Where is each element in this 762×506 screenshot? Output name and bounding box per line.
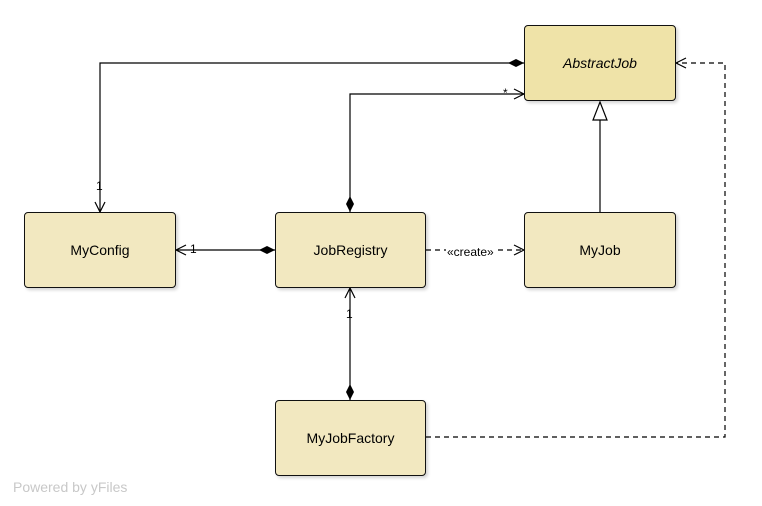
- class-myjob[interactable]: MyJob: [524, 212, 676, 288]
- stereotype-create: «create»: [446, 245, 495, 259]
- multiplicity-registry-to-abstract: *: [503, 86, 508, 100]
- generalization-triangle: [592, 100, 608, 121]
- watermark: Powered by yFiles: [13, 479, 128, 495]
- class-jobregistry-label: JobRegistry: [313, 242, 388, 258]
- class-abstractjob-label: AbstractJob: [563, 55, 637, 71]
- class-myjobfactory[interactable]: MyJobFactory: [275, 400, 426, 476]
- class-myconfig-label: MyConfig: [70, 242, 130, 258]
- edge-abstractjob-myconfig: [100, 63, 524, 212]
- multiplicity-factory-to-registry: 1: [346, 307, 353, 321]
- class-abstractjob[interactable]: AbstractJob: [524, 25, 676, 101]
- class-jobregistry[interactable]: JobRegistry: [275, 212, 426, 288]
- multiplicity-config-from-abstract: 1: [96, 179, 103, 193]
- class-myconfig[interactable]: MyConfig: [24, 212, 176, 288]
- class-myjobfactory-label: MyJobFactory: [306, 430, 395, 446]
- edge-factory-abstractjob: [426, 63, 726, 438]
- edge-jobregistry-abstractjob: [350, 94, 524, 212]
- class-myjob-label: MyJob: [579, 242, 621, 258]
- multiplicity-registry-to-config: 1: [190, 242, 197, 256]
